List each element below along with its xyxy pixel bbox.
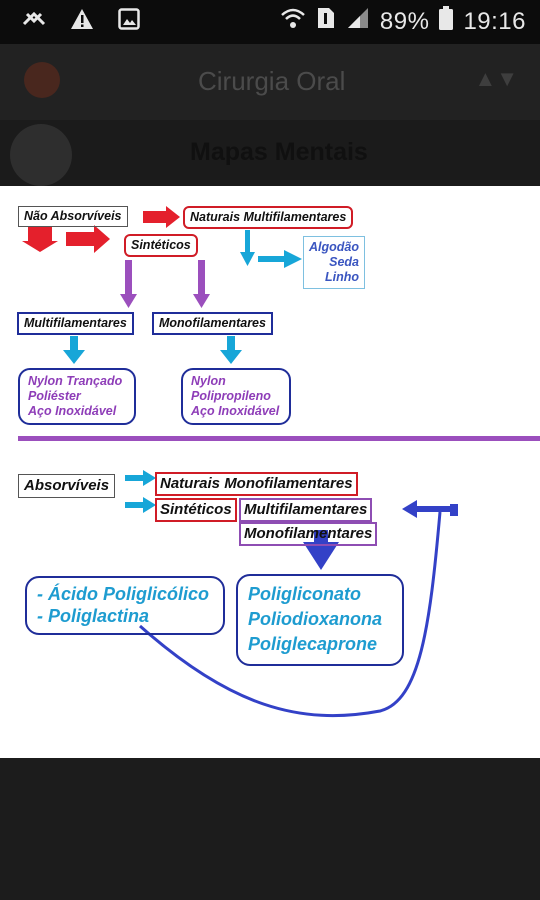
sim-icon [316,6,336,37]
light-blue-arrows [63,230,302,513]
list-item: Aço Inoxidável [191,404,280,418]
list-item: Nylon Trançado [28,374,123,388]
app-logo[interactable] [24,62,60,98]
multi-items-list: Nylon Trançado Poliéster Aço Inoxidável [18,368,136,425]
status-bar: 89% 19:16 [0,0,540,44]
avatar[interactable] [10,124,72,186]
sinteticos-absorviveis: Sintéticos [155,498,237,522]
wifi-icon [280,7,306,36]
list-item: - Ácido Poliglicólico [37,584,210,604]
naturais-monofilamentares: Naturais Monofilamentares [155,472,358,496]
sinteticos-nao-absorviveis: Sintéticos [124,234,198,257]
naturais-items-list: Algodão Seda Linho [303,236,365,289]
gallery-icon [118,8,140,35]
list-item: Poliodioxanona [248,609,383,630]
overflow-menu-icon[interactable]: ▲▼ [474,66,518,91]
section-title: Mapas Mentais [190,138,368,166]
battery-icon [439,6,454,37]
navy-arrows [139,500,458,718]
mono-items-list: Nylon Polipropileno Aço Inoxidável [181,368,291,425]
missed-call-icon [22,8,46,35]
monofilamentares-absorviveis: Monofilamentares [239,522,378,546]
mind-map-image[interactable]: Não Absorvíveis Naturais Multifilamentar… [0,186,540,758]
nao-absorviveis-root: Não Absorvíveis [18,206,128,227]
list-item: Nylon [191,374,226,388]
list-item: Poliéster [28,389,81,403]
list-item: Polipropileno [191,389,271,403]
clock: 19:16 [463,7,526,35]
app-bar: Cirurgia Oral ▲▼ [0,44,540,120]
signal-icon [346,7,370,36]
multifilamentares-nao-absorviveis: Multifilamentares [17,312,134,335]
mind-map-arrows [18,206,540,718]
absorviveis-root: Absorvíveis [18,474,116,498]
battery-percent: 89% [379,7,430,35]
list-item: Linho [324,270,359,284]
dimmed-background[interactable] [0,758,540,900]
list-item: Seda [329,255,359,269]
section-header: Mapas Mentais [0,120,540,186]
red-arrows [22,206,180,253]
list-item: Algodão [309,240,359,254]
multifilamentares-absorviveis: Multifilamentares [239,498,373,522]
section-divider [18,436,540,441]
monofilamentares-nao-absorviveis: Monofilamentares [152,312,273,335]
absorviveis-multi-items: - Ácido Poliglicólico - Poliglactina [25,576,225,636]
warning-icon [70,8,94,35]
app-title: Cirurgia Oral [198,66,346,96]
list-item: Poligliconato [248,584,362,604]
absorviveis-mono-items: Poligliconato Poliodioxanona Poliglecapr… [236,574,404,666]
list-item: - Poliglactina [37,605,150,626]
list-item: Poliglecaprone [248,634,378,655]
naturais-multifilamentares: Naturais Multifilamentares [183,206,354,229]
purple-arrows [120,260,210,308]
list-item: Aço Inoxidável [28,404,117,418]
